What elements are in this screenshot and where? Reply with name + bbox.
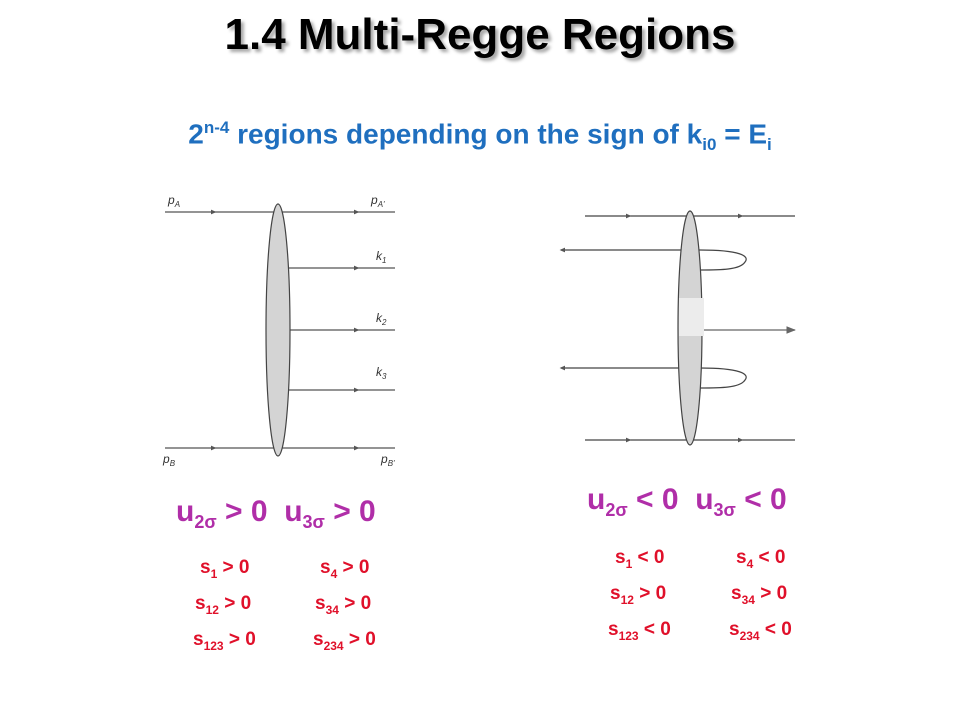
right-loop-2	[561, 367, 747, 389]
label-pB: pB	[162, 452, 176, 468]
label-pB-prime: pB'	[380, 452, 395, 468]
label-pA: pA	[167, 193, 180, 209]
left-inequalities-col1: s1 > 0 s12 > 0 s123 > 0	[193, 553, 256, 660]
label-k3: k3	[376, 365, 387, 381]
subtitle-sub2: i	[767, 134, 772, 154]
label-k2: k2	[376, 311, 387, 327]
ineq-row: s123 > 0	[193, 628, 256, 653]
left-condition: u2σ > 0 u3σ > 0	[176, 495, 376, 532]
label-k1: k1	[376, 249, 386, 265]
ineq-row: s234 > 0	[313, 628, 376, 653]
label-pA-prime: pA'	[370, 193, 385, 209]
ineq-row: s34 > 0	[315, 592, 372, 617]
ineq-row: s4 > 0	[320, 557, 370, 581]
left-inequalities-col2: s4 > 0 s34 > 0 s234 > 0	[313, 553, 376, 660]
ineq-row: s12 > 0	[195, 592, 252, 617]
ineq-row: s4 < 0	[736, 547, 786, 571]
slide-title: 1.4 Multi-Regge Regions	[224, 10, 736, 59]
left-blob	[265, 203, 291, 457]
right-inequalities-col2: s4 < 0 s34 > 0 s234 < 0	[729, 543, 792, 650]
ineq-row: s12 > 0	[610, 582, 667, 607]
right-blob-highlight	[679, 298, 704, 336]
ineq-row: s34 > 0	[731, 582, 788, 607]
ineq-row: s1 > 0	[200, 557, 250, 581]
right-inequalities-col1: s1 < 0 s12 > 0 s123 < 0	[608, 543, 671, 650]
right-condition: u2σ < 0 u3σ < 0	[587, 483, 787, 520]
ineq-row: s234 < 0	[729, 618, 792, 643]
subtitle-base: 2	[188, 118, 204, 150]
ineq-row: s1 < 0	[615, 547, 665, 571]
right-loop-1	[561, 249, 747, 271]
ineq-row: s123 < 0	[608, 618, 671, 643]
subtitle-eq: = E	[716, 118, 768, 150]
subtitle-exponent: n-4	[203, 118, 230, 137]
slide-subtitle: 2n-4 regions depending on the sign of ki…	[0, 118, 960, 155]
subtitle-text: regions depending on the sign of k	[229, 118, 703, 150]
subtitle-sub: i0	[702, 134, 717, 154]
left-diagram: pA pA' k1 k2 k3 pB pB'	[162, 193, 395, 468]
right-diagram	[559, 210, 796, 446]
